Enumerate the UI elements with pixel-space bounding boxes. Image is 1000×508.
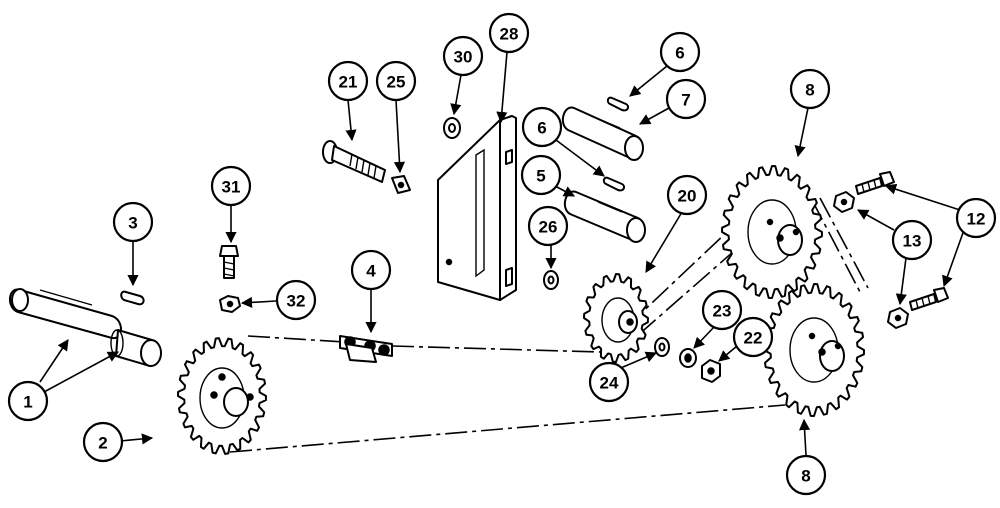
left-sprocket <box>177 337 267 455</box>
callout-circle <box>520 154 562 196</box>
callout-circle <box>210 165 252 207</box>
woodruff-key-6-lower <box>602 176 626 192</box>
drive-shaft <box>9 288 122 340</box>
callout-number: 30 <box>454 48 473 67</box>
callout-number: 32 <box>287 292 306 311</box>
callout-c21: 21 <box>327 60 369 102</box>
callout-c23: 23 <box>701 289 743 331</box>
callout-c22: 22 <box>732 316 774 358</box>
callout-c31: 31 <box>210 165 252 207</box>
callout-c20: 20 <box>666 174 708 216</box>
callout-number: 21 <box>339 73 358 92</box>
shaft-7 <box>561 106 644 161</box>
shaft-5 <box>563 190 646 243</box>
callout-number: 23 <box>713 302 732 321</box>
callout-number: 8 <box>801 467 810 486</box>
mounting-bracket <box>437 115 517 301</box>
callout-circle <box>785 454 827 496</box>
callout-circle <box>588 361 630 403</box>
callout-number: 25 <box>387 73 406 92</box>
callout-number: 3 <box>128 214 137 233</box>
callout-number: 24 <box>600 374 619 393</box>
callout-number: 31 <box>222 178 241 197</box>
callout-number: 26 <box>539 218 558 237</box>
lower-right-sprocket <box>763 283 865 417</box>
woodruff-key <box>120 290 145 306</box>
square-washer-25 <box>391 175 411 194</box>
callout-circle <box>665 78 707 120</box>
sprocket-hub <box>110 329 162 367</box>
lock-washer-23 <box>679 348 697 368</box>
callout-number: 6 <box>675 44 684 63</box>
upper-right-sprocket <box>721 165 823 299</box>
callout-c25: 25 <box>375 60 417 102</box>
small-idler-sprocket <box>583 273 649 363</box>
callout-circle <box>955 197 997 239</box>
callout-number: 7 <box>681 91 690 110</box>
washer-24 <box>654 337 670 357</box>
callout-circle <box>375 60 417 102</box>
callout-c2: 2 <box>82 421 124 463</box>
callout-number: 2 <box>98 434 107 453</box>
callout-c12: 12 <box>955 197 997 239</box>
leader-lines <box>39 51 965 456</box>
callout-c3: 3 <box>112 201 154 243</box>
callout-c4: 4 <box>350 249 392 291</box>
callout-c1: 1 <box>7 380 49 422</box>
hex-nut-13-upper <box>833 191 855 213</box>
callout-number: 8 <box>805 81 814 100</box>
callout-circle <box>488 12 530 54</box>
callout-circle <box>527 205 569 247</box>
carriage-bolt-31 <box>219 245 239 279</box>
callout-number: 28 <box>500 25 519 44</box>
hex-bolt-12-lower <box>909 287 949 311</box>
chain-connector-link <box>339 335 393 363</box>
callout-c6b: 6 <box>521 106 563 148</box>
callout-circle <box>82 421 124 463</box>
hex-nut-22 <box>701 359 721 383</box>
callout-number: 1 <box>23 393 32 412</box>
callout-circle <box>7 380 49 422</box>
hex-bolt-12-upper <box>855 171 895 195</box>
washer-30 <box>443 117 461 139</box>
hex-nut-32 <box>219 295 241 313</box>
callout-c24: 24 <box>588 361 630 403</box>
callout-c5: 5 <box>520 154 562 196</box>
callout-number: 5 <box>536 167 545 186</box>
callout-circle <box>112 201 154 243</box>
callout-c13: 13 <box>891 219 933 261</box>
callout-circle <box>701 289 743 331</box>
callout-circle <box>659 31 701 73</box>
callout-circle <box>275 279 317 321</box>
callout-number: 6 <box>537 119 546 138</box>
callout-circle <box>891 219 933 261</box>
callout-circle <box>442 35 484 77</box>
callout-c32: 32 <box>275 279 317 321</box>
callout-number: 12 <box>967 210 986 229</box>
callout-c6a: 6 <box>659 31 701 73</box>
callout-c26: 26 <box>527 205 569 247</box>
callout-c7: 7 <box>665 78 707 120</box>
callout-circle <box>350 249 392 291</box>
woodruff-key-6-top <box>606 96 630 112</box>
callout-c30: 30 <box>442 35 484 77</box>
callout-circle <box>521 106 563 148</box>
hex-nut-13-lower <box>887 307 909 329</box>
callout-number: 22 <box>744 329 763 348</box>
callout-circle <box>327 60 369 102</box>
callout-c28: 28 <box>488 12 530 54</box>
callout-number: 4 <box>366 262 376 281</box>
callout-circle <box>666 174 708 216</box>
callout-c8a: 8 <box>789 68 831 110</box>
callout-number: 20 <box>678 187 697 206</box>
callout-c8b: 8 <box>785 454 827 496</box>
callout-number: 13 <box>903 232 922 251</box>
callout-circle <box>732 316 774 358</box>
washer-26 <box>543 270 559 290</box>
carriage-bolt-21 <box>322 140 386 183</box>
callout-circle <box>789 68 831 110</box>
